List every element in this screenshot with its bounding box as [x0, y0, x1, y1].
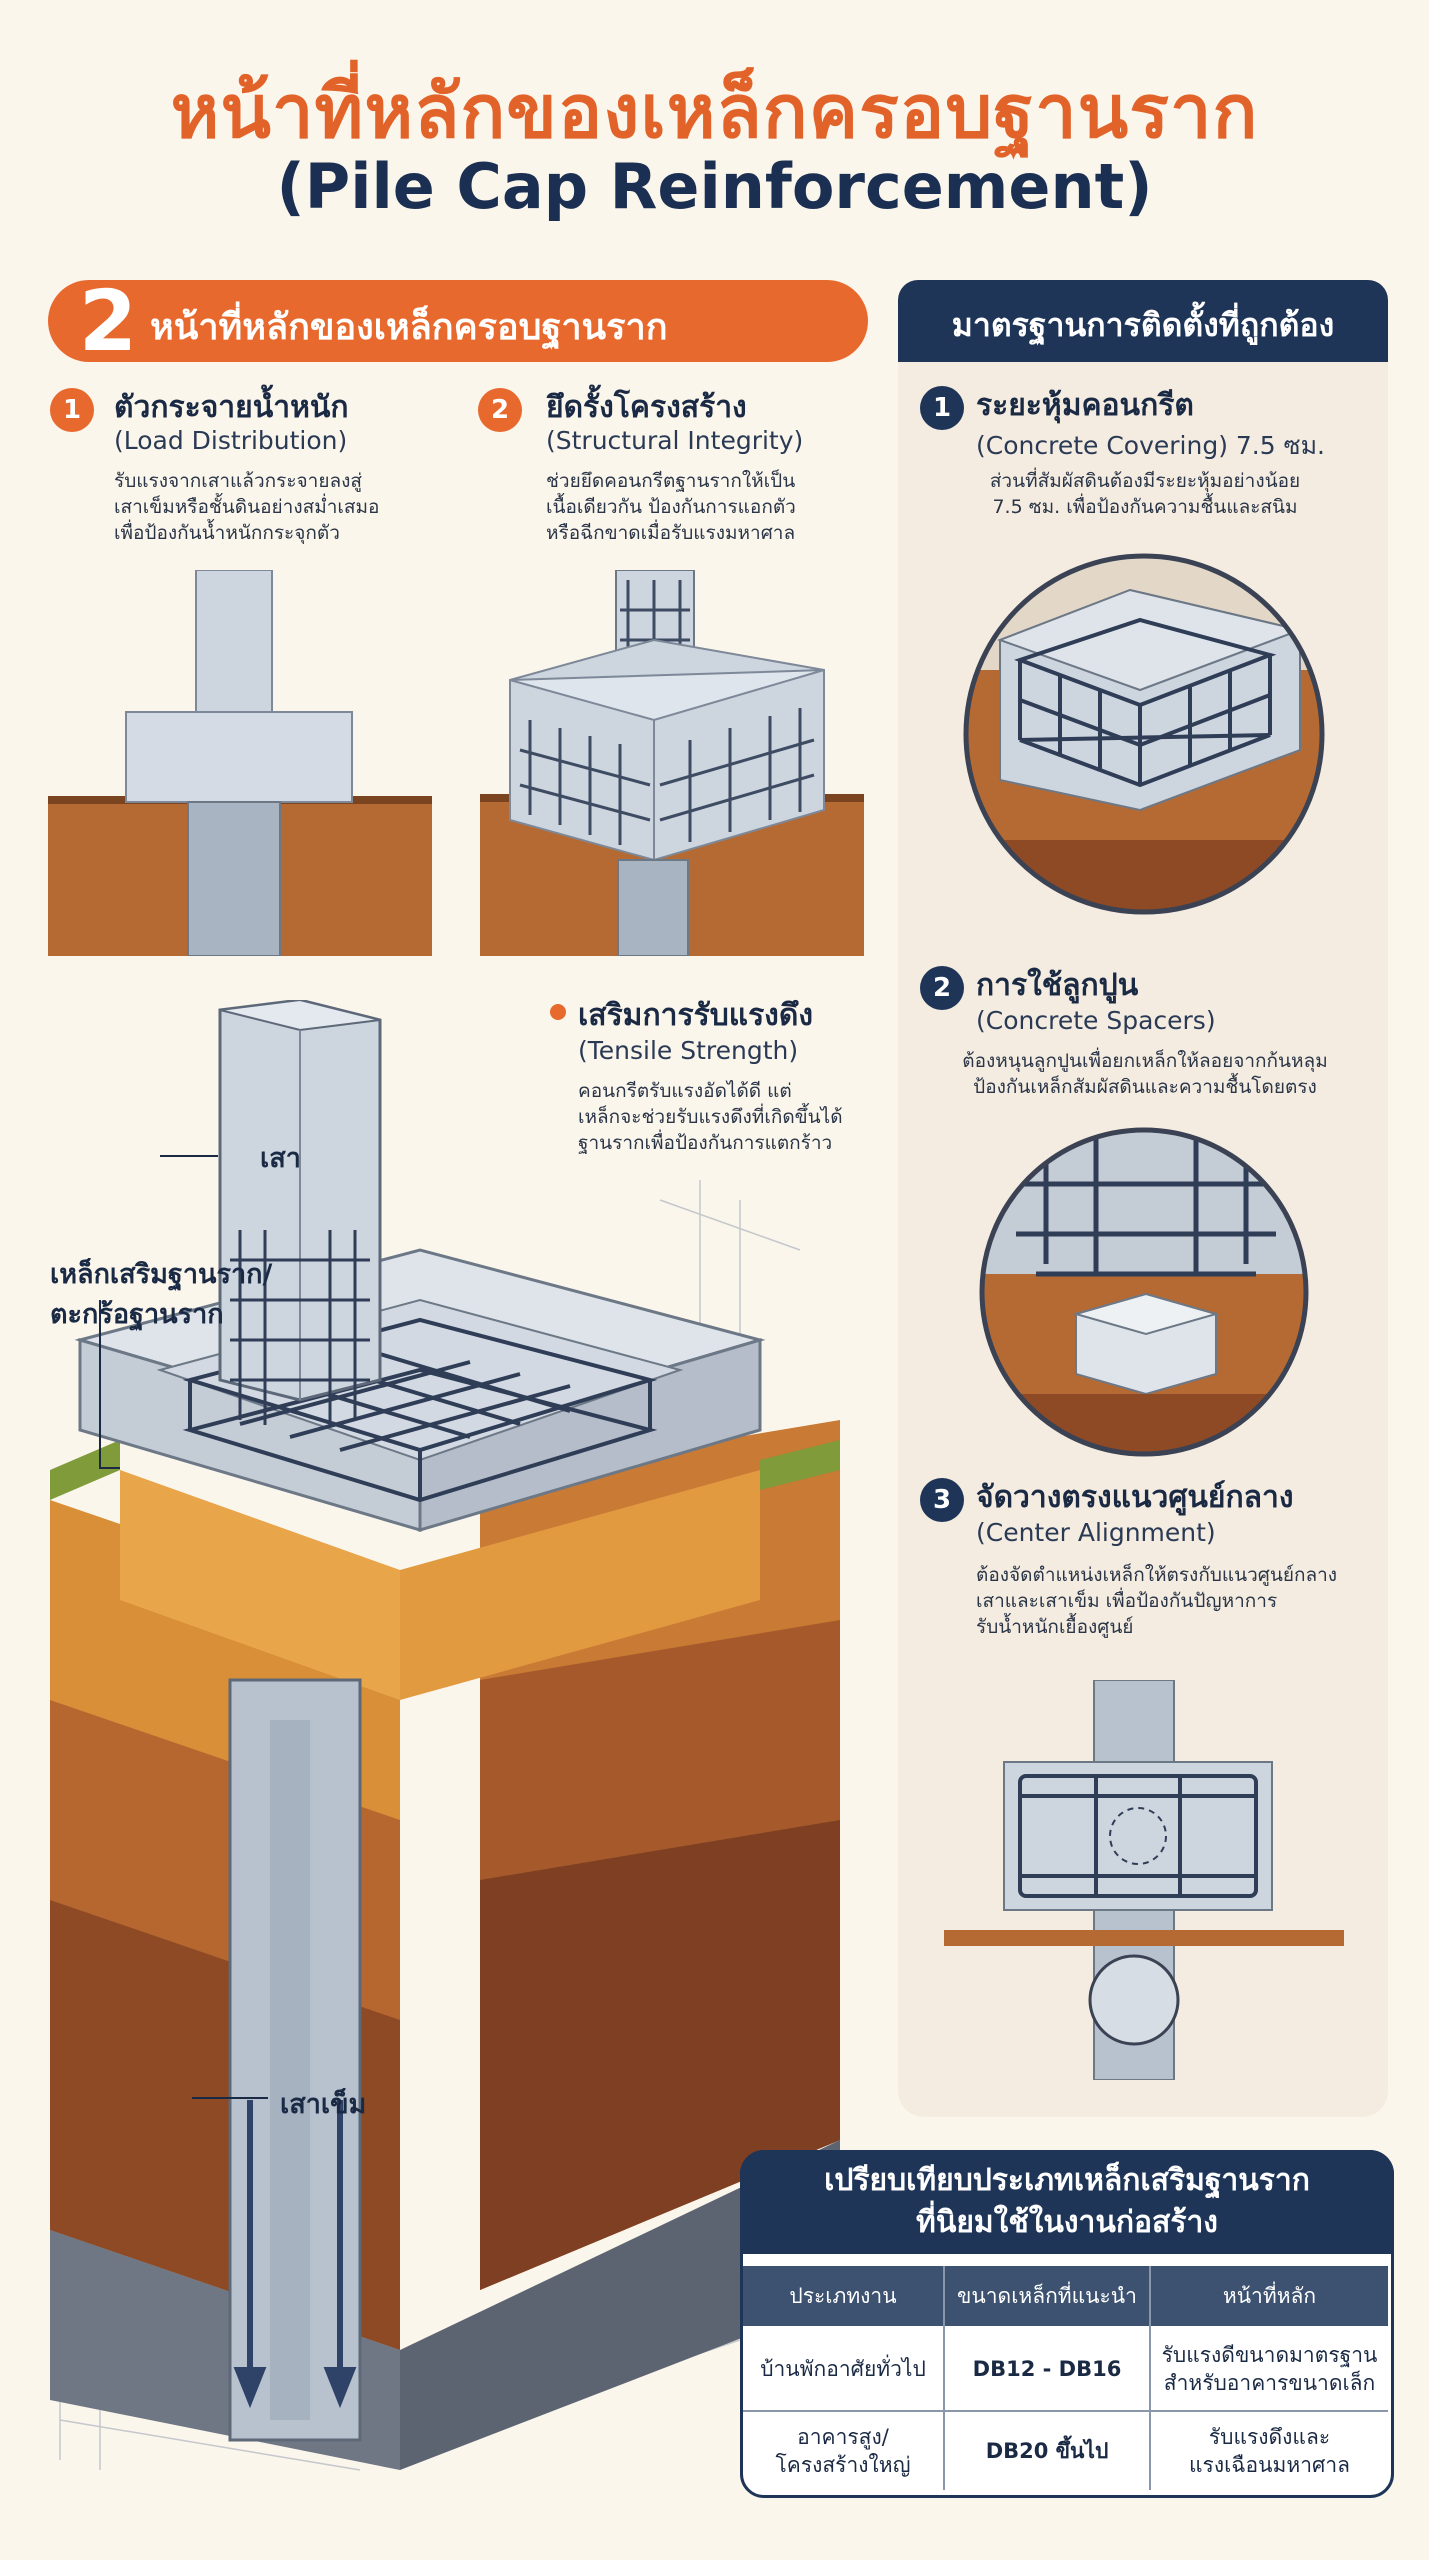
standard-description: ต้องจัดตำแหน่งเหล็กให้ตรงกับแนวศูนย์กลาง… — [976, 1562, 1376, 1640]
table-header-cell: ขนาดเหล็กที่แนะนำ — [945, 2266, 1149, 2326]
cell-line: โครงสร้างใหญ่ — [775, 2453, 911, 2477]
structural-integrity-illustration — [480, 570, 864, 956]
table-header-cell: หน้าที่หลัก — [1151, 2266, 1388, 2326]
cell-line: สำหรับอาคารขนาดเล็ก — [1163, 2371, 1376, 2395]
item-number-badge: 1 — [50, 388, 94, 432]
table-cell: รับแรงดึงและแรงเฉือนมหาศาล — [1151, 2412, 1388, 2490]
table-divider — [943, 2266, 945, 2490]
column-label: เสา — [260, 1143, 301, 1174]
description-line: ช่วยยึดคอนกรีตฐานรากให้เป็น — [546, 470, 796, 492]
description-line: รับแรงจากเสาแล้วกระจายลงสู่ — [114, 470, 362, 492]
table-cell: อาคารสูง/โครงสร้างใหญ่ — [743, 2412, 943, 2490]
standard-subtitle: (Center Alignment) — [976, 1518, 1216, 1547]
table-title-line: ที่นิยมใช้ในงานก่อสร้าง — [916, 2205, 1218, 2240]
description-line: รับน้ำหนักเยื้องศูนย์ — [976, 1616, 1134, 1638]
bullet-dot — [550, 1004, 566, 1020]
description-line: เสาและเสาเข็ม เพื่อป้องกันปัญหาการ — [976, 1590, 1278, 1612]
standard-subtitle: (Concrete Spacers) — [976, 1006, 1216, 1035]
description-line: ฐานรากเพื่อป้องกันการแตกร้าว — [578, 1132, 833, 1154]
table-divider — [1149, 2266, 1151, 2490]
table-cell: DB12 - DB16 — [972, 2357, 1122, 2381]
rebar-cage-label-line2: ตะกร้อฐานราก — [50, 1299, 224, 1330]
table-divider — [743, 2410, 1388, 2412]
section-number: 2 — [78, 272, 138, 370]
description-line: ส่วนที่สัมผัสดินต้องมีระยะหุ้มอย่างน้อย — [989, 470, 1301, 492]
description-line: หรือฉีกขาดเมื่อรับแรงมหาศาล — [546, 522, 796, 544]
standard-subtitle: (Concrete Covering) 7.5 ซม. — [976, 431, 1325, 460]
standard-number-badge: 3 — [920, 1478, 964, 1522]
tensile-subtitle: (Tensile Strength) — [578, 1036, 799, 1065]
section-heading: หน้าที่หลักของเหล็กครอบฐานราก — [150, 307, 668, 348]
comparison-table-title: เปรียบเทียบประเภทเหล็กเสริมฐานราก ที่นิย… — [740, 2160, 1394, 2244]
cell-line: รับแรงดีขนาดมาตรฐาน — [1161, 2343, 1378, 2367]
description-line: ต้องจัดตำแหน่งเหล็กให้ตรงกับแนวศูนย์กลาง — [976, 1564, 1338, 1586]
table-header-cell: ประเภทงาน — [743, 2266, 943, 2326]
standards-heading: มาตรฐานการติดตั้งที่ถูกต้อง — [951, 306, 1335, 344]
tensile-title: เสริมการรับแรงดึง — [578, 998, 813, 1033]
description-line: คอนกรีตรับแรงอัดได้ดี แต่ — [578, 1080, 792, 1102]
item-description: รับแรงจากเสาแล้วกระจายลงสู่ เสาเข็มหรือช… — [114, 468, 379, 546]
pile-cap-cross-section-illustration — [50, 1000, 840, 2471]
load-distribution-illustration — [48, 570, 432, 956]
standard-title: จัดวางตรงแนวศูนย์กลาง — [976, 1480, 1294, 1515]
description-line: เพื่อป้องกันน้ำหนักกระจุกตัว — [114, 522, 340, 544]
main-title-thai: หน้าที่หลักของเหล็กครอบฐานราก — [170, 69, 1259, 155]
standard-description: ต้องหนุนลูกปูนเพื่อยกเหล็กให้ลอยจากก้นหล… — [920, 1048, 1370, 1100]
item-description: ช่วยยึดคอนกรีตฐานรากให้เป็น เนื้อเดียวกั… — [546, 468, 796, 546]
item-subtitle: (Structural Integrity) — [546, 426, 804, 455]
tensile-description: คอนกรีตรับแรงอัดได้ดี แต่ เหล็กจะช่วยรับ… — [578, 1078, 843, 1156]
standard-number-badge: 2 — [920, 966, 964, 1010]
pile-label: เสาเข็ม — [280, 2089, 367, 2120]
description-line: เนื้อเดียวกัน ป้องกันการแอกตัว — [546, 496, 796, 518]
section-header-pill — [48, 280, 868, 362]
standard-description: ส่วนที่สัมผัสดินต้องมีระยะหุ้มอย่างน้อย … — [920, 468, 1370, 520]
concrete-spacers-illustration — [979, 1127, 1309, 1457]
standards-header — [898, 280, 1388, 362]
description-line: ต้องหนุนลูกปูนเพื่อยกเหล็กให้ลอยจากก้นหล… — [962, 1050, 1328, 1072]
standard-title: การใช้ลูกปูน — [976, 968, 1139, 1003]
description-line: เหล็กจะช่วยรับแรงดึงที่เกิดขึ้นได้ — [578, 1106, 843, 1128]
table-cell: รับแรงดีขนาดมาตรฐานสำหรับอาคารขนาดเล็ก — [1151, 2328, 1388, 2410]
standard-number-badge: 1 — [920, 386, 964, 430]
table-cell: DB20 ขึ้นไป — [985, 2439, 1109, 2463]
description-line: เสาเข็มหรือชั้นดินอย่างสม่ำเสมอ — [114, 496, 380, 518]
standard-title: ระยะหุ้มคอนกรีต — [976, 388, 1194, 423]
table-title-line: เปรียบเทียบประเภทเหล็กเสริมฐานราก — [824, 2163, 1310, 2198]
description-line: 7.5 ซม. เพื่อป้องกันความชื้นและสนิม — [992, 496, 1298, 518]
main-title-english: (Pile Cap Reinforcement) — [276, 150, 1153, 223]
table-cell: บ้านพักอาศัยทั่วไป — [760, 2357, 926, 2381]
item-title: ยึดรั้งโครงสร้าง — [546, 390, 747, 425]
concrete-covering-illustration — [963, 553, 1325, 915]
cell-line: อาคารสูง/ — [797, 2425, 889, 2449]
item-title: ตัวกระจายน้ำหนัก — [114, 390, 349, 425]
description-line: ป้องกันเหล็กสัมผัสดินและความชื้นโดยตรง — [973, 1076, 1317, 1098]
item-number-badge: 2 — [478, 388, 522, 432]
cell-line: รับแรงดึงและ — [1208, 2425, 1331, 2449]
center-alignment-illustration — [944, 1680, 1344, 2080]
item-subtitle: (Load Distribution) — [114, 426, 348, 455]
comparison-table-header — [740, 2150, 1394, 2254]
rebar-cage-label-line1: เหล็กเสริมฐานราก/ — [50, 1259, 273, 1290]
cell-line: แรงเฉือนมหาศาล — [1189, 2453, 1350, 2477]
